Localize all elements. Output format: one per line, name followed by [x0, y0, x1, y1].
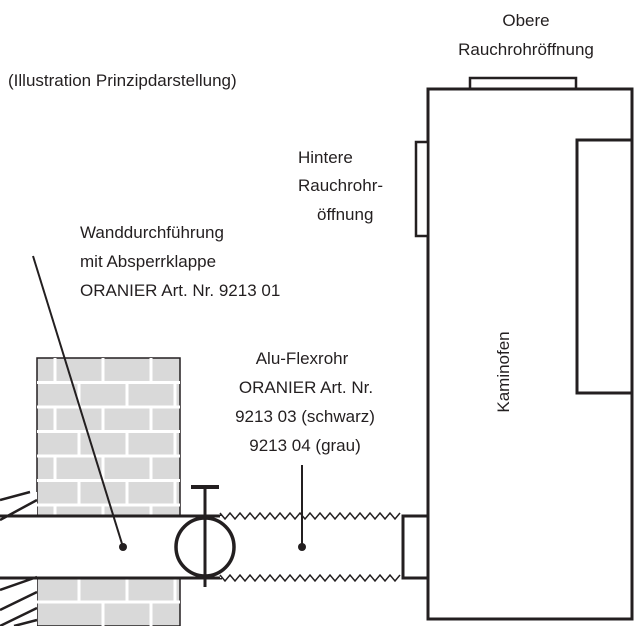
stove: Kaminofen	[414, 76, 634, 621]
flex-pipe-label-line-1: Alu-Flexrohr	[256, 349, 349, 368]
stove-label: Kaminofen	[494, 331, 513, 412]
flex-pipe-label-line-3: 9213 03 (schwarz)	[235, 407, 375, 426]
top-outlet-label-line-2: Rauchrohröffnung	[458, 40, 594, 59]
wall-passage-label-line-2: mit Absperrklappe	[80, 252, 216, 271]
hatch-line	[0, 590, 38, 612]
flex-pipe-connector	[401, 514, 430, 580]
top-outlet-label-line-1: Obere	[502, 11, 549, 30]
shut-off-damper	[174, 485, 236, 587]
hatch-line	[0, 490, 31, 502]
flex-pipe-label-line-4: 9213 04 (grau)	[249, 436, 361, 455]
wall-upper-bricks	[37, 358, 180, 516]
wall-upper	[36, 357, 181, 517]
stove-window	[575, 138, 634, 395]
flex-pipe	[219, 511, 430, 583]
caption: (Illustration Prinzipdarstellung)	[8, 71, 237, 90]
hatched-wall-section	[0, 490, 38, 628]
damper-valve-ring	[174, 516, 236, 578]
flex-pipe-label-line-2: ORANIER Art. Nr.	[239, 378, 373, 397]
wall-passage-label-line-3: ORANIER Art. Nr. 9213 01	[80, 281, 280, 300]
brick-wall	[36, 357, 181, 627]
flex-pipe-top-corrugation	[219, 511, 401, 521]
flex-pipe-bottom-corrugation	[219, 573, 401, 583]
wall-lower-bricks	[37, 578, 180, 626]
rear-outlet-collar	[414, 140, 430, 238]
wall-passage-leader-line	[32, 255, 124, 548]
rear-outlet-label-line-1: Hintere	[298, 148, 353, 167]
hatch-line	[13, 618, 38, 628]
wall-passage-label-line-1: Wanddurchführung	[80, 223, 224, 242]
rear-outlet-label-line-2: Rauchrohr-	[298, 176, 383, 195]
hatch-line	[0, 606, 38, 628]
rear-outlet-label-line-3: öffnung	[317, 205, 373, 224]
